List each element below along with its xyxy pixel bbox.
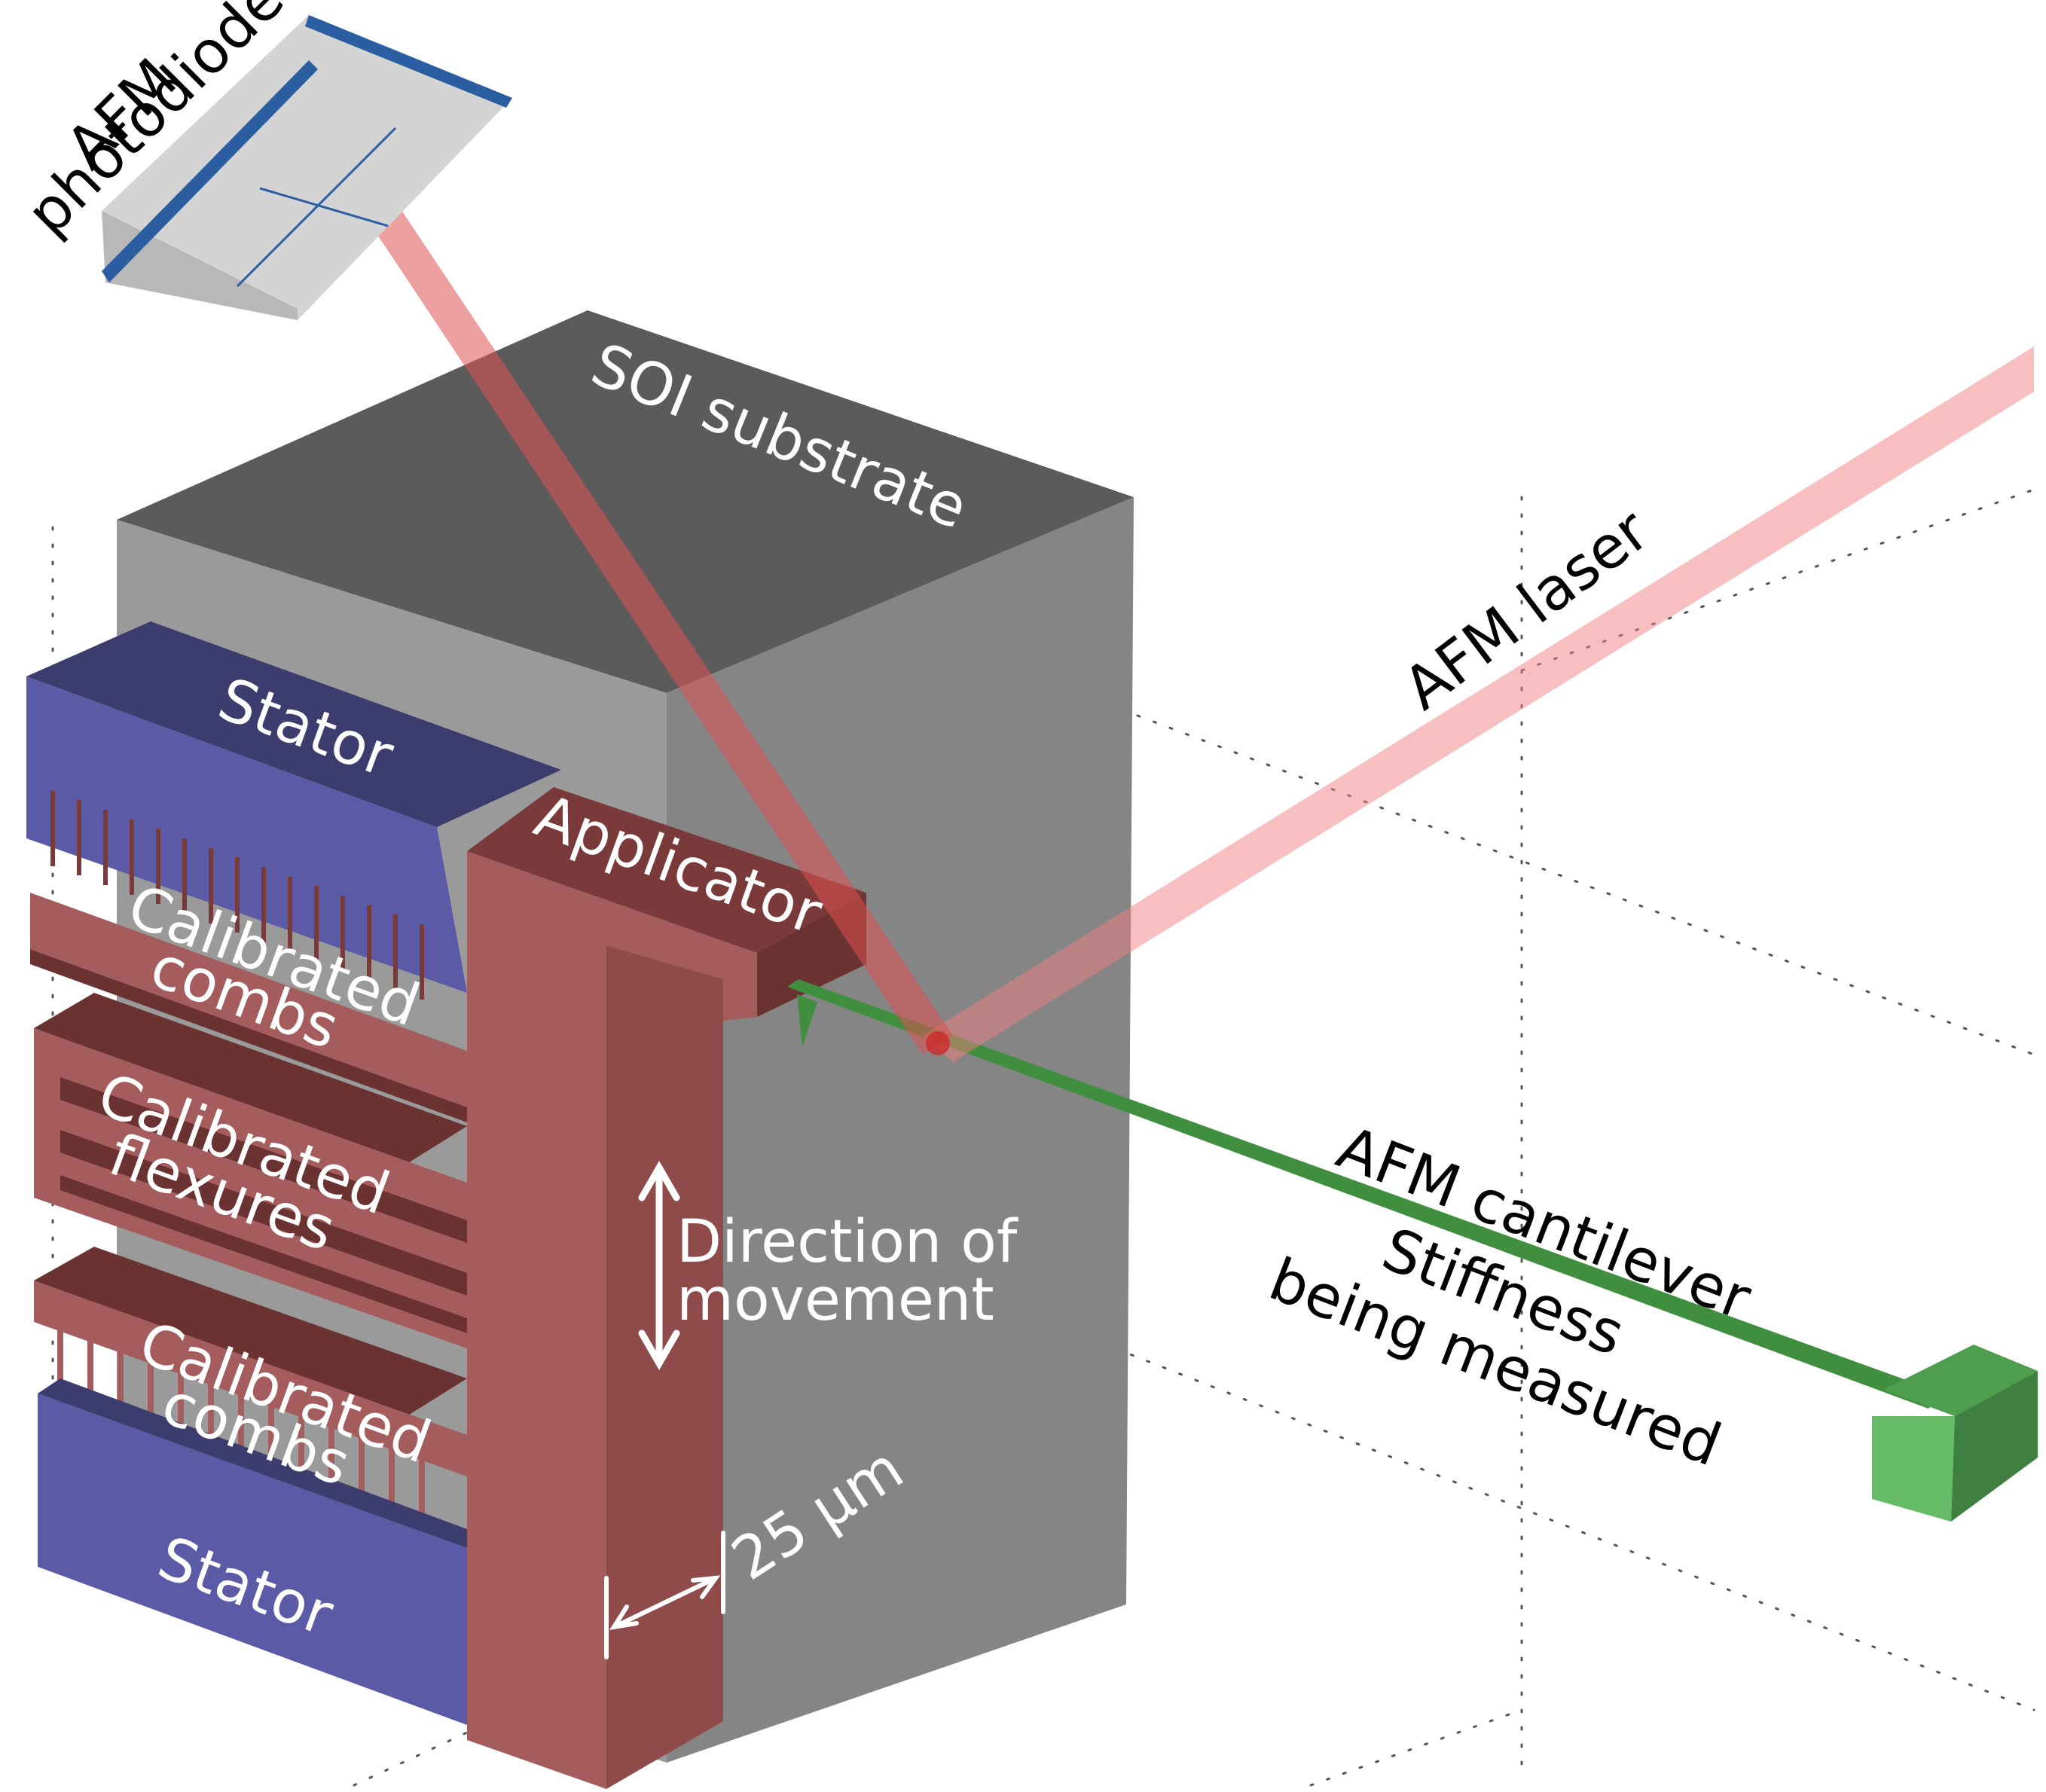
stator-top-upper-face xyxy=(26,621,561,827)
flexure-beam-2 xyxy=(60,1130,467,1296)
photodiode-quadrant-line-1 xyxy=(259,187,389,227)
photodiode-face xyxy=(102,15,512,320)
direction-arrow xyxy=(638,1160,680,1371)
cantilever-beam xyxy=(787,979,1944,1409)
flexure-beam-3 xyxy=(60,1175,467,1333)
cantilever-chip-top xyxy=(1883,1345,2038,1416)
substrate-top-face xyxy=(117,310,1134,693)
flexure-beam-1 xyxy=(60,1077,467,1243)
substrate-side-face xyxy=(667,497,1134,1763)
stator-top xyxy=(26,621,561,1000)
cantilever-chip-side xyxy=(1951,1371,2038,1522)
combs-top-face xyxy=(30,893,467,1107)
cantilever-tip xyxy=(797,994,817,1047)
stator-top-front-face xyxy=(26,676,467,993)
cantilever-chip-front xyxy=(1872,1416,1955,1522)
calibrated-flexures xyxy=(34,993,467,1348)
photodiode-edge-top xyxy=(305,15,512,108)
afm-photodiode xyxy=(102,15,512,320)
laser-reflected-beam xyxy=(324,139,953,1055)
afm-laser-beams xyxy=(324,139,2034,1062)
direction-label-line1: Direction of xyxy=(676,1208,1018,1276)
laser-incoming-beam xyxy=(923,346,2034,1062)
shuttle-front-face xyxy=(467,851,606,1789)
combs-bottom-top xyxy=(34,1247,467,1416)
afm-cantilever xyxy=(787,979,2038,1522)
stator-bottom xyxy=(38,1378,467,1725)
direction-label-line2: movement xyxy=(676,1266,994,1334)
stator-bottom-front-face xyxy=(38,1394,467,1725)
flexures-block-top xyxy=(34,993,467,1164)
photodiode-quadrant-line-2 xyxy=(236,127,397,288)
applicator-front-face xyxy=(606,900,757,1021)
shuttle-inner-face xyxy=(606,900,723,1789)
stator-bottom-top-face xyxy=(38,1378,467,1548)
shuttle-applicator xyxy=(467,787,866,1789)
dimension-arrow xyxy=(604,1531,725,1659)
applicator-top-face xyxy=(467,787,866,953)
laser-spot xyxy=(926,1031,950,1055)
photodiode-edge-left xyxy=(102,60,318,282)
combs-bottom-front xyxy=(34,1281,467,1476)
combs-top-shadow xyxy=(30,949,467,1122)
calibrated-combs-top xyxy=(30,893,467,1122)
stator-top-comb-teeth xyxy=(50,791,424,1000)
